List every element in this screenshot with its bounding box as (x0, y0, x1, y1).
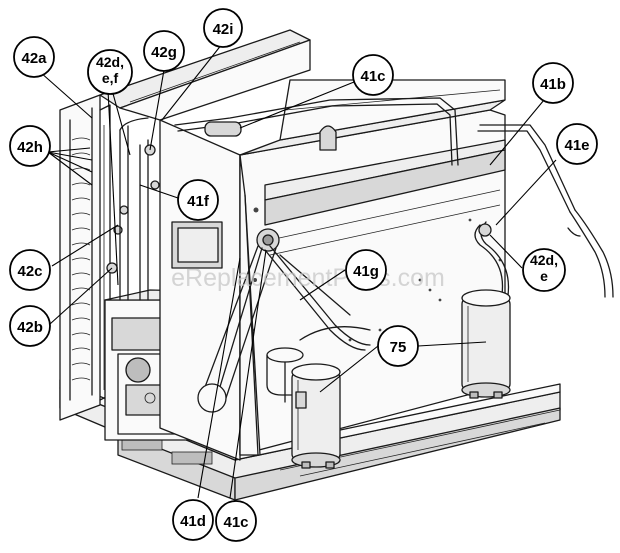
callout-41c-bottom: 41c (215, 500, 257, 542)
svg-text:41c: 41c (360, 68, 385, 85)
watermark: eReplacementParts.com (171, 264, 445, 292)
top-panel (99, 29, 311, 121)
callout-42d-e: 42d, e (522, 248, 566, 292)
callout-75: 75 (377, 325, 419, 367)
svg-text:41f: 41f (187, 193, 210, 210)
callout-41d: 41d (172, 499, 214, 541)
svg-text:41d: 41d (180, 513, 206, 530)
callout-42c: 42c (9, 249, 51, 291)
svg-text:41g: 41g (353, 263, 379, 280)
svg-text:41e: 41e (564, 137, 589, 154)
compressor-left (291, 363, 341, 468)
suction-line (264, 245, 371, 351)
svg-text:41c: 41c (223, 514, 248, 531)
svg-text:42i: 42i (213, 21, 234, 38)
callout-42a: 42a (13, 36, 55, 78)
callout-41e: 41e (556, 123, 598, 165)
condenser-coil (59, 94, 129, 421)
leader-lines (39, 43, 557, 499)
svg-text:42d,: 42d, (530, 252, 558, 268)
base-skid (59, 379, 561, 501)
callout-41b: 41b (532, 62, 574, 104)
callout-42d-e-f: 42d, e,f (87, 49, 133, 95)
svg-text:e,f: e,f (102, 70, 119, 86)
svg-text:42h: 42h (17, 139, 43, 156)
mount-feet (301, 391, 503, 469)
compressor-tubing (266, 326, 371, 403)
svg-text:42c: 42c (17, 263, 42, 280)
callout-42i: 42i (203, 8, 243, 48)
belt-pulley (197, 228, 280, 413)
callout-42g: 42g (143, 30, 185, 72)
svg-text:41b: 41b (540, 76, 566, 93)
refrigerant-tubing (174, 97, 614, 307)
svg-text:42d,: 42d, (96, 54, 124, 70)
callout-42b: 42b (9, 305, 51, 347)
svg-text:e: e (540, 268, 548, 284)
callout-41c-top: 41c (352, 54, 394, 96)
svg-text:75: 75 (390, 339, 407, 356)
svg-text:42g: 42g (151, 44, 177, 61)
svg-text:42b: 42b (17, 319, 43, 336)
svg-text:42a: 42a (21, 50, 47, 67)
callout-41g: 41g (345, 249, 387, 291)
left-piping (119, 117, 160, 301)
callout-41f: 41f (177, 179, 219, 221)
callout-42h: 42h (9, 125, 51, 167)
